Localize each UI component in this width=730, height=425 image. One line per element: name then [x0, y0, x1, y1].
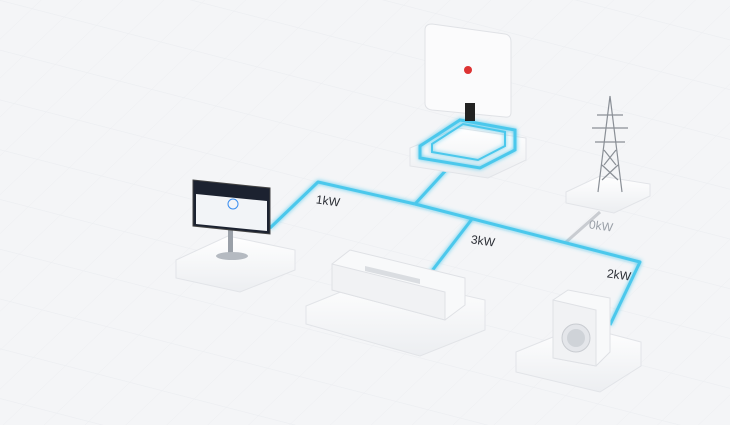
washing-machine-station — [515, 289, 642, 393]
ac-line — [426, 218, 474, 277]
monitor-line — [268, 180, 416, 230]
inverter-station — [409, 23, 527, 179]
main-bus-line — [414, 202, 642, 326]
monitor-station — [175, 179, 296, 293]
grid-line — [564, 210, 601, 245]
grid-tower-station — [565, 95, 651, 214]
inverter-line — [413, 166, 450, 206]
brand-logo-icon — [464, 66, 472, 74]
washing-machine-icon — [552, 289, 611, 367]
air-conditioner-station — [305, 249, 486, 357]
inverter-dongle-icon — [465, 103, 475, 121]
transmission-tower-icon — [592, 95, 628, 193]
air-conditioner-icon — [331, 249, 466, 321]
power-lines — [268, 166, 642, 326]
